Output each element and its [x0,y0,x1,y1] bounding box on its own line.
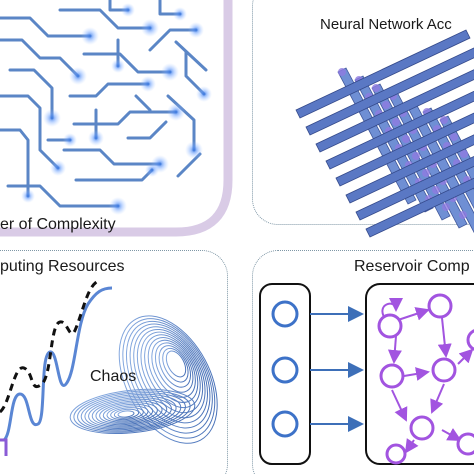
attractor-loop [99,402,158,424]
reservoir-network-icon [259,283,474,465]
reservoir-panel: Reservoir Comp [246,244,474,474]
attractor-loop [129,323,211,429]
crossbar-top-bars [295,29,474,238]
circuit-nodes [21,3,212,215]
complexity-curve [0,278,101,414]
reservoir-label: Reservoir Comp [354,258,470,275]
crossbar-top-bar [345,134,474,204]
complexity-panel: er of Complexity [0,0,240,240]
complexity-label: er of Complexity [0,216,116,233]
attractor-loop [88,397,172,428]
neural-network-frame [252,0,474,225]
brain-circuit-icon [0,0,233,237]
computing-resources-frame [0,250,228,474]
attractor-loop [110,407,144,421]
attractor-loop [165,350,187,378]
attractor-loop [91,398,168,427]
reservoir-box [365,283,474,465]
attractor-loop [113,408,140,419]
attractor-loop [147,337,199,403]
attractor-loop [117,410,135,418]
crossbar-junction [372,84,380,92]
crossbar-top-bar [325,90,474,170]
attractor-loop [106,405,149,422]
neural-network-label: Neural Network Acc [320,16,452,33]
input-nodes [271,300,299,438]
attractor-loop [84,395,177,429]
crossbar-junction [382,101,390,109]
attractor-loop [80,393,182,431]
crossbar-junction [338,68,346,76]
crossbar-top-bar [335,112,474,187]
complexity-frame [0,0,233,237]
crossbar-junction [392,118,400,126]
computing-resources-label: puting Resources [0,258,125,275]
crossbar-array-icon [295,29,474,238]
crossbar-top-bar [295,29,471,119]
attractor-loop [73,390,191,433]
input-arrows [310,306,364,432]
crossbar-junction [440,116,448,124]
attractor-loop [69,388,196,434]
crossbar-top-bar [365,177,474,238]
attractor-loop [158,345,191,388]
crossbar-junction [432,186,440,194]
chaos-label: Chaos [90,368,137,385]
attractor-loop [95,400,163,426]
crossbar-top-bar [305,47,474,136]
attractor-loop [140,331,204,414]
crossbar-junction [402,135,410,143]
crossbar-junction [412,152,420,160]
crossbar-junction [459,211,467,219]
crossbar-top-bar [355,156,474,221]
computing-resources-panel: puting Resources Chaos [0,244,240,474]
lorenz-attractor-icon [0,278,218,456]
attractor-loop [136,328,206,419]
reservoir-frame [252,250,474,474]
input-layer-box [259,283,311,465]
curve-start-accent [0,438,8,456]
attractor-loop [77,392,186,432]
attractor-loop [102,403,154,423]
reservoir-nodes [377,293,474,465]
attractor-loop [122,318,216,439]
chaos-attractor [69,315,218,444]
attractor-loop [144,334,201,409]
attractor-loop [154,342,194,393]
crossbar-junction [442,203,450,211]
neural-network-panel: Neural Network Acc [246,0,474,240]
circuit-traces [0,0,208,208]
attractor-loop [162,347,189,383]
crossbar-junction [422,169,430,177]
crossbar-top-bar [315,69,474,153]
crossbar-junction [460,150,468,158]
crossbar-junction [450,133,458,141]
